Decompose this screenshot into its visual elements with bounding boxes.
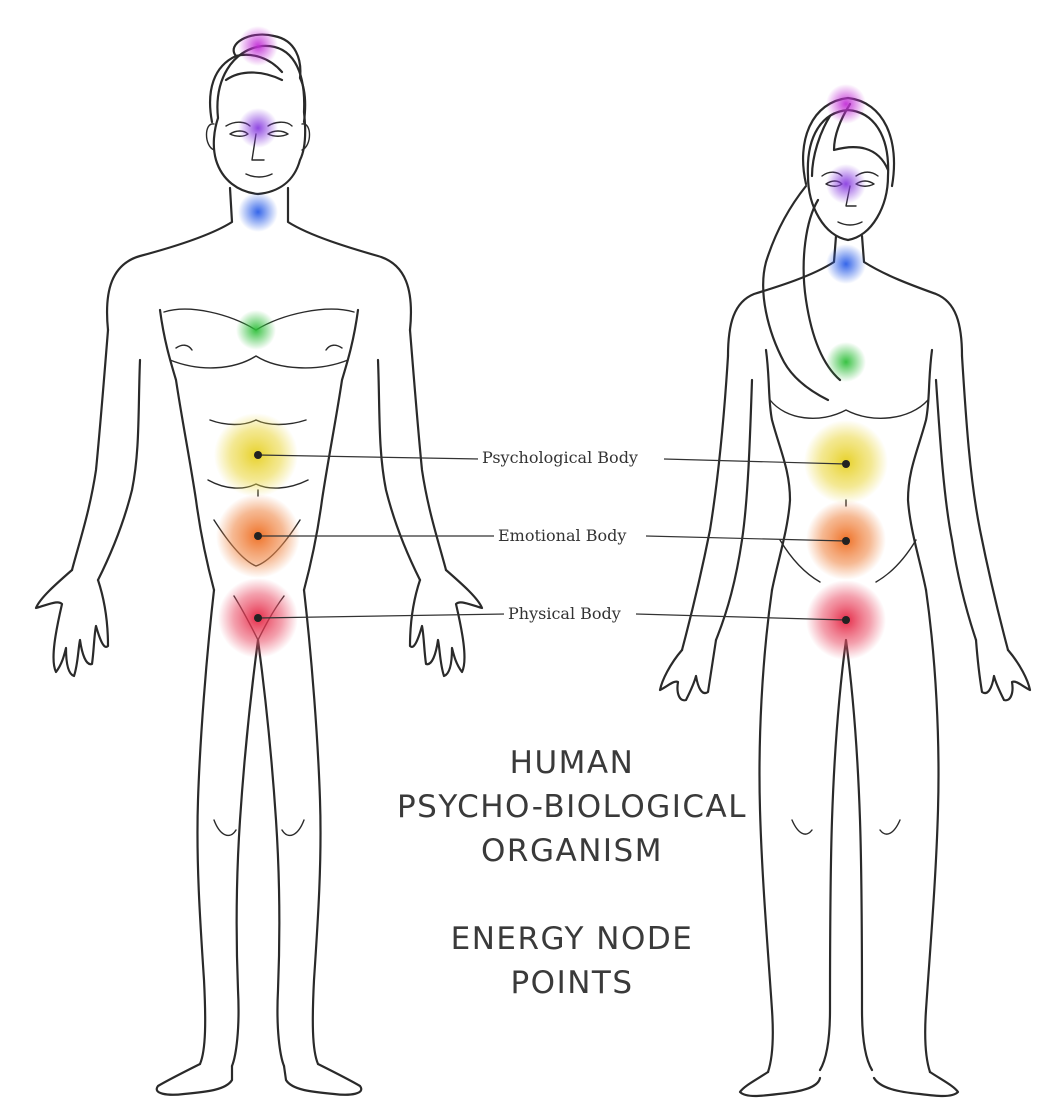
emotional-body-label: Emotional Body — [494, 526, 630, 545]
male-right-arm — [378, 330, 446, 580]
title-line-2: PSYCHO-BIOLOGICAL — [372, 786, 772, 828]
male-knees — [214, 820, 304, 835]
male-sacral-dot — [254, 532, 262, 540]
title-line-3: ORGANISM — [372, 830, 772, 872]
male-left-hand — [36, 570, 108, 676]
male-throat-node — [238, 192, 278, 232]
title-line-1: HUMAN — [372, 742, 772, 784]
male-right-foot — [284, 1064, 361, 1095]
female-knees — [792, 820, 900, 834]
male-third-eye-node — [238, 108, 278, 148]
physical-body-label: Physical Body — [504, 604, 625, 623]
male-right-leg — [258, 590, 321, 1066]
male-left-foot — [157, 1064, 232, 1095]
male-heart-node — [236, 310, 276, 350]
subtitle-line-1: ENERGY NODE — [372, 918, 772, 960]
female-sacral-dot — [842, 537, 850, 545]
female-solar-dot — [842, 460, 850, 468]
female-root-dot — [842, 616, 850, 624]
male-left-arm — [72, 330, 140, 580]
male-crown-node — [238, 26, 278, 66]
male-right-hand — [410, 570, 482, 676]
male-solar-dot — [254, 451, 262, 459]
psychological-body-label: Psychological Body — [478, 448, 642, 467]
female-legs — [760, 590, 939, 1072]
female-feet — [740, 1072, 958, 1096]
male-left-leg — [197, 590, 258, 1066]
female-third-eye-node — [826, 164, 866, 204]
male-root-dot — [254, 614, 262, 622]
male-energy-nodes — [214, 26, 300, 658]
female-energy-nodes — [804, 84, 888, 660]
female-crown-node — [826, 84, 866, 124]
subtitle-line-2: POINTS — [372, 962, 772, 1004]
female-throat-node — [826, 244, 866, 284]
female-heart-node — [826, 342, 866, 382]
